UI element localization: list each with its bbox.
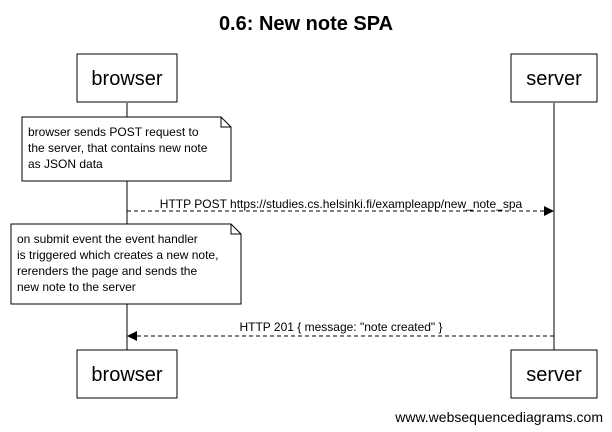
message-http-201: HTTP 201 { message: "note created" } [127, 320, 554, 341]
message-http-201-label: HTTP 201 { message: "note created" } [239, 320, 442, 334]
message-http-post: HTTP POST https://studies.cs.helsinki.fi… [127, 197, 554, 216]
participant-server-bottom: server [510, 349, 598, 399]
note-post-request-line-2: the server, that contains new note [28, 141, 208, 155]
message-http-post-label: HTTP POST https://studies.cs.helsinki.fi… [160, 197, 523, 211]
participant-server-top: server [510, 53, 598, 103]
note-submit-event-line-2: is triggered which creates a new note, [17, 248, 218, 262]
note-post-request: browser sends POST request to the server… [21, 116, 232, 182]
note-post-request-line-1: browser sends POST request to [28, 125, 199, 139]
note-submit-event-line-4: new note to the server [17, 280, 136, 294]
note-submit-event-line-1: on submit event the event handler [17, 232, 198, 246]
note-submit-event-line-3: rerenders the page and sends the [17, 264, 197, 278]
participant-browser-top-label: browser [91, 68, 162, 90]
participant-browser-bottom: browser [76, 349, 178, 399]
participant-browser-bottom-label: browser [91, 364, 162, 386]
participant-browser-top: browser [76, 53, 178, 103]
participant-server-top-label: server [526, 68, 582, 90]
note-post-request-line-3: as JSON data [28, 157, 103, 171]
note-submit-event: on submit event the event handler is tri… [10, 223, 242, 305]
diagram-title: 0.6: New note SPA [219, 13, 393, 35]
participant-server-bottom-label: server [526, 364, 582, 386]
footer-watermark: www.websequencediagrams.com [394, 409, 603, 425]
